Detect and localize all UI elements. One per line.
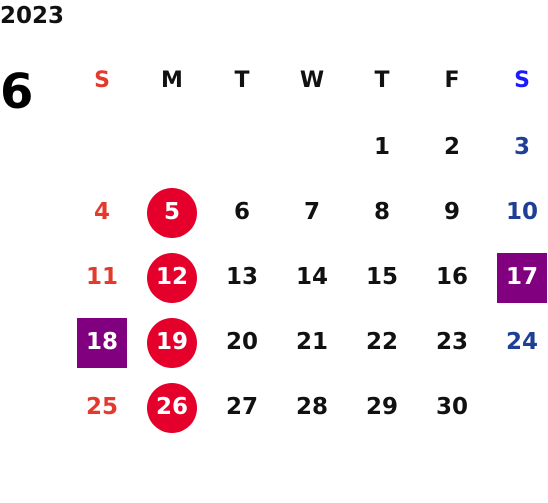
weekday-header-mon: M xyxy=(161,67,183,93)
day-cell[interactable]: 6 xyxy=(207,180,277,245)
day-number: 27 xyxy=(225,394,258,420)
day-number: 14 xyxy=(295,264,328,290)
day-number-holiday-marker: 12 xyxy=(147,252,197,303)
empty-day-cell xyxy=(487,375,548,440)
day-number: 23 xyxy=(435,329,468,355)
day-number-holiday-marker: 26 xyxy=(147,382,197,433)
day-number: 21 xyxy=(295,329,328,355)
day-number: 6 xyxy=(233,199,250,225)
day-number: 16 xyxy=(435,264,468,290)
month-label: 6 xyxy=(0,64,34,120)
day-number: 22 xyxy=(365,329,398,355)
day-cell[interactable]: 9 xyxy=(417,180,487,245)
day-cell[interactable]: 28 xyxy=(277,375,347,440)
weekday-header-fri: F xyxy=(444,67,460,93)
year-label: 2023 xyxy=(0,3,65,29)
day-number: 15 xyxy=(365,264,398,290)
day-cell[interactable]: 19 xyxy=(137,310,207,375)
day-number: 7 xyxy=(303,199,320,225)
day-number: 11 xyxy=(85,264,118,290)
weekday-header-sun: S xyxy=(94,67,110,93)
weekday-header-wed: W xyxy=(299,67,325,93)
day-number: 3 xyxy=(513,134,530,160)
empty-day-cell xyxy=(207,115,277,180)
day-cell[interactable]: 20 xyxy=(207,310,277,375)
weekday-header-sat: S xyxy=(514,67,530,93)
empty-day-cell xyxy=(137,115,207,180)
day-number: 2 xyxy=(443,134,460,160)
day-cell[interactable]: 12 xyxy=(137,245,207,310)
day-number: 29 xyxy=(365,394,398,420)
day-cell[interactable]: 17 xyxy=(487,245,548,310)
day-number: 24 xyxy=(505,329,538,355)
day-number: 25 xyxy=(85,394,118,420)
day-cell[interactable]: 13 xyxy=(207,245,277,310)
day-cell[interactable]: 3 xyxy=(487,115,548,180)
day-number: 20 xyxy=(225,329,258,355)
day-number: 9 xyxy=(443,199,460,225)
day-cell[interactable]: 16 xyxy=(417,245,487,310)
day-number: 30 xyxy=(435,394,468,420)
day-cell[interactable]: 11 xyxy=(67,245,137,310)
day-cell[interactable]: 24 xyxy=(487,310,548,375)
day-cell[interactable]: 23 xyxy=(417,310,487,375)
day-cell[interactable]: 1 xyxy=(347,115,417,180)
day-number: 13 xyxy=(225,264,258,290)
day-cell[interactable]: 15 xyxy=(347,245,417,310)
day-number-event-marker: 17 xyxy=(497,252,547,303)
day-cell[interactable]: 5 xyxy=(137,180,207,245)
day-number: 10 xyxy=(505,199,538,225)
day-cell[interactable]: 30 xyxy=(417,375,487,440)
empty-day-cell xyxy=(277,115,347,180)
day-cell[interactable]: 21 xyxy=(277,310,347,375)
day-cell[interactable]: 2 xyxy=(417,115,487,180)
day-number-event-marker: 18 xyxy=(77,317,127,368)
day-number: 1 xyxy=(373,134,390,160)
day-cell[interactable]: 27 xyxy=(207,375,277,440)
day-cell[interactable]: 29 xyxy=(347,375,417,440)
weekday-header-tue: T xyxy=(234,67,250,93)
day-cell[interactable]: 26 xyxy=(137,375,207,440)
day-cell[interactable]: 8 xyxy=(347,180,417,245)
day-number-holiday-marker: 19 xyxy=(147,317,197,368)
day-number: 28 xyxy=(295,394,328,420)
day-number: 8 xyxy=(373,199,390,225)
day-cell[interactable]: 7 xyxy=(277,180,347,245)
day-cell[interactable]: 18 xyxy=(67,310,137,375)
day-cell[interactable]: 4 xyxy=(67,180,137,245)
weekday-header-thu: T xyxy=(374,67,390,93)
day-cell[interactable]: 14 xyxy=(277,245,347,310)
day-cell[interactable]: 10 xyxy=(487,180,548,245)
day-cell[interactable]: 25 xyxy=(67,375,137,440)
day-number-holiday-marker: 5 xyxy=(147,187,197,238)
day-number: 4 xyxy=(93,199,110,225)
day-cell[interactable]: 22 xyxy=(347,310,417,375)
empty-day-cell xyxy=(67,115,137,180)
